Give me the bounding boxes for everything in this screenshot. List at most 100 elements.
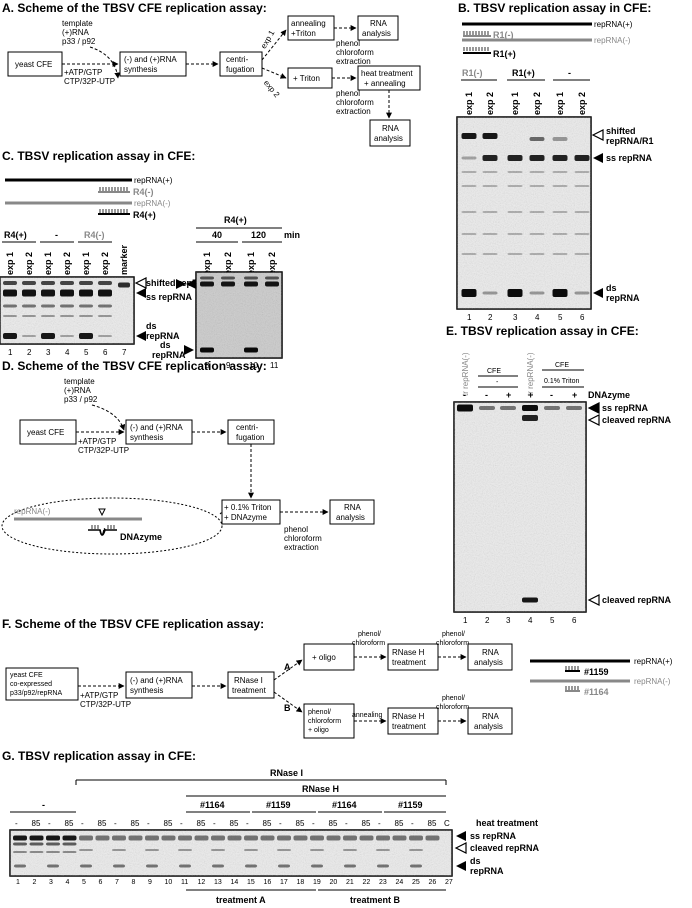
g-lane-number: 18	[297, 879, 305, 886]
panel-g-title: G. TBSV replication assay in CFE:	[2, 749, 196, 763]
d-rep-minus: repRNA(-)	[14, 507, 51, 516]
a-triton: + Triton	[293, 74, 320, 83]
g-heat-value: -	[279, 819, 282, 828]
e-band-ss	[479, 406, 495, 410]
a-exp1: exp 1	[259, 28, 277, 50]
a-exp2: exp 2	[262, 78, 282, 99]
c-band-minor	[3, 304, 17, 308]
f-o1164: #1164	[584, 687, 609, 697]
g-band-cleaved	[178, 849, 192, 851]
panel-f: F. Scheme of the TBSV CFE replication as…	[2, 617, 673, 739]
g-lane-number: 9	[148, 879, 152, 886]
b-lane-label: exp 2	[532, 92, 542, 115]
b-band-minor	[482, 171, 498, 173]
g-lane-number: 8	[132, 879, 136, 886]
c-arrow-ds-icon	[136, 331, 146, 341]
c-right-band-ss	[244, 281, 258, 287]
c-band-ss	[3, 289, 17, 297]
a-anneal-box	[287, 15, 335, 41]
c-right-min: min	[284, 230, 300, 240]
f-phenolA2-2: chloroform	[436, 640, 469, 647]
e-sign: +	[528, 390, 533, 400]
b-band-minor	[507, 211, 523, 213]
d-template-3: p33 / p92	[64, 395, 98, 404]
panel-d-title: D. Scheme of the TBSV CFE replication as…	[2, 359, 267, 373]
e-band-ss	[566, 406, 582, 410]
f-rnaseH1-box	[387, 643, 439, 671]
panel-a: A. Scheme of the TBSV CFE replication as…	[2, 1, 421, 147]
b-band-minor	[482, 233, 498, 235]
g-band-cleaved	[310, 849, 324, 851]
a-centri-2: fugation	[226, 65, 254, 74]
c-arrow-ss-icon	[136, 288, 146, 298]
g-band-ss	[211, 835, 225, 841]
b-band-minor	[574, 233, 590, 235]
g-band-ss	[79, 835, 93, 841]
b-band-minor	[552, 171, 568, 173]
a-rna2-1: RNA	[382, 124, 400, 133]
f-rnaseH1-2: treatment	[392, 658, 427, 667]
c-lane-label: exp 1	[43, 252, 53, 275]
a-synth-2: synthesis	[124, 65, 157, 74]
g-heat-value: 85	[263, 819, 272, 828]
f-yeast-2: co-expressed	[10, 681, 52, 688]
g-band-ss	[161, 835, 176, 841]
b-band-minor	[574, 211, 590, 213]
panel-c-title: C. TBSV replication assay in CFE:	[2, 149, 195, 163]
b-lane-label: exp 1	[555, 92, 565, 115]
b-band-minor	[507, 185, 523, 187]
f-rnase1-2: treatment	[232, 686, 267, 695]
b-band-shifted	[461, 133, 477, 139]
c-band-minor	[79, 304, 93, 308]
b-lane-number: 5	[558, 313, 563, 322]
b-label-shifted-1: shifted	[606, 126, 636, 136]
g-band-ss	[46, 835, 60, 841]
g-lane-number: 25	[412, 879, 420, 886]
c-lane-number: 4	[65, 348, 70, 357]
c-band-ds	[22, 335, 36, 337]
c-label-ds-1: ds	[146, 321, 157, 331]
g-lane-number: 23	[379, 879, 387, 886]
c-right-band-ss	[265, 281, 279, 287]
d-yeast: yeast CFE	[27, 428, 64, 437]
d-rna-2: analysis	[336, 513, 365, 522]
g-lane-number: 4	[66, 879, 70, 886]
g-lane-number: 12	[198, 879, 206, 886]
d-triton-2: + DNAzyme	[224, 513, 267, 522]
b-lane-label: exp 1	[510, 92, 520, 115]
b-band-minor	[529, 171, 545, 173]
g-heat-value: -	[378, 819, 381, 828]
g-heat-value: 85	[428, 819, 437, 828]
g-rnaseH: RNase H	[302, 784, 339, 794]
g-heat-value: -	[345, 819, 348, 828]
f-synth-box	[125, 671, 193, 699]
g-label-cleaved: cleaved repRNA	[470, 843, 540, 853]
f-rep-plus: repRNA(+)	[634, 657, 673, 666]
g-lane-number: 27	[445, 879, 453, 886]
b-band-minor	[461, 253, 477, 255]
g-heat-value: -	[180, 819, 183, 828]
e-lane-number: 6	[572, 616, 577, 625]
d-rna-1: RNA	[344, 503, 362, 512]
b-band-ds	[482, 291, 498, 295]
g-band-minor	[29, 842, 44, 846]
f-rep-minus: repRNA(-)	[634, 677, 671, 686]
gel-c-right	[176, 271, 283, 359]
c-lane-label: exp 2	[62, 252, 72, 275]
b-lane-number: 2	[488, 313, 493, 322]
c-right-lane-number: 9	[226, 361, 231, 370]
a-rna1-box	[357, 15, 399, 41]
c-arrow-shifted-icon	[134, 277, 147, 289]
b-lane-number: 4	[535, 313, 540, 322]
c-label-ss: ss repRNA	[146, 292, 193, 302]
g-heat-value: 85	[32, 819, 41, 828]
g-band-cleaved	[277, 849, 291, 851]
c-band-minor	[41, 315, 55, 317]
g-band-ds	[179, 864, 191, 868]
f-annealing: annealing	[352, 712, 382, 719]
c-right-lane-label: exp 1	[246, 252, 256, 275]
f-synth-1: (-) and (+)RNA	[130, 676, 183, 685]
c-lane-label: marker	[119, 244, 129, 275]
d-synth-1: (-) and (+)RNA	[130, 423, 183, 432]
g-band-ss	[178, 835, 192, 841]
